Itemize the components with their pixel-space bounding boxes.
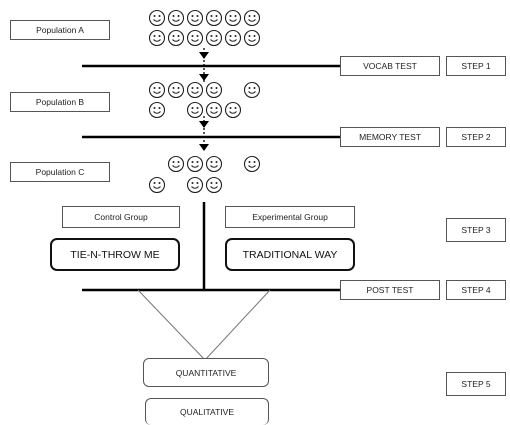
- smiley-face-icon: [148, 81, 166, 99]
- funnel-left-line: [137, 289, 206, 361]
- arrow-icon: [199, 144, 209, 151]
- arrow-icon: [199, 74, 209, 81]
- step-5-box: STEP 5: [446, 372, 506, 396]
- smiley-face-icon: [186, 9, 204, 27]
- smiley-face-icon: [148, 101, 166, 119]
- smiley-face-icon: [243, 29, 261, 47]
- smiley-face-icon: [224, 29, 242, 47]
- traditional-way-box: TRADITIONAL WAY: [225, 238, 355, 271]
- smiley-face-icon: [186, 101, 204, 119]
- smiley-face-icon: [148, 176, 166, 194]
- smiley-face-icon: [148, 29, 166, 47]
- funnel-right-line: [204, 289, 271, 361]
- step-4-box: STEP 4: [446, 280, 506, 300]
- smiley-face-icon: [243, 9, 261, 27]
- arrow-icon: [199, 52, 209, 59]
- experimental-group-box: Experimental Group: [225, 206, 355, 228]
- smiley-face-icon: [148, 9, 166, 27]
- smiley-face-icon: [205, 176, 223, 194]
- arrow-icon: [199, 121, 209, 128]
- memory-test-box: MEMORY TEST: [340, 127, 440, 147]
- post-test-box: POST TEST: [340, 280, 440, 300]
- smiley-face-icon: [186, 176, 204, 194]
- smiley-face-icon: [205, 9, 223, 27]
- smiley-face-icon: [243, 155, 261, 173]
- population-a-box: Population A: [10, 20, 110, 40]
- smiley-face-icon: [167, 29, 185, 47]
- smiley-face-icon: [205, 155, 223, 173]
- smiley-face-icon: [167, 81, 185, 99]
- step-1-box: STEP 1: [446, 56, 506, 76]
- smiley-faces: [148, 9, 261, 194]
- step-2-box: STEP 2: [446, 127, 506, 147]
- smiley-face-icon: [167, 155, 185, 173]
- control-group-box: Control Group: [62, 206, 180, 228]
- smiley-face-icon: [205, 81, 223, 99]
- qualitative-box: QUALITATIVE: [145, 398, 269, 425]
- smiley-face-icon: [186, 81, 204, 99]
- smiley-face-icon: [243, 81, 261, 99]
- smiley-face-icon: [224, 9, 242, 27]
- vocab-test-box: VOCAB TEST: [340, 56, 440, 76]
- population-b-box: Population B: [10, 92, 110, 112]
- smiley-face-icon: [186, 155, 204, 173]
- smiley-face-icon: [205, 29, 223, 47]
- quantitative-box: QUANTITATIVE: [143, 358, 269, 387]
- smiley-face-icon: [224, 101, 242, 119]
- step-3-box: STEP 3: [446, 218, 506, 242]
- population-c-box: Population C: [10, 162, 110, 182]
- tie-n-throw-me-box: TIE-N-THROW ME: [50, 238, 180, 271]
- smiley-face-icon: [205, 101, 223, 119]
- smiley-face-icon: [167, 9, 185, 27]
- smiley-face-icon: [186, 29, 204, 47]
